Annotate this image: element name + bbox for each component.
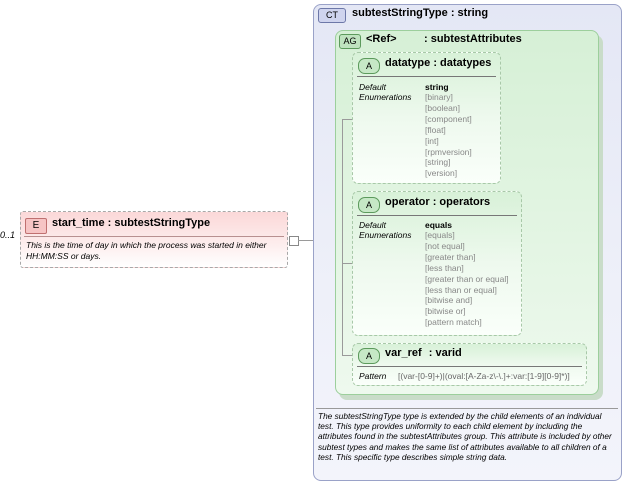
complex-type-title: subtestStringType : string [352, 7, 488, 19]
attribute-badge: A [358, 197, 380, 213]
group-connector-2 [342, 263, 352, 264]
attribute-title: datatype : datatypes [385, 57, 491, 69]
element-documentation: This is the time of day in which the pro… [26, 240, 267, 261]
attribute-datatype-box[interactable] [352, 52, 501, 184]
enumeration-value: [less than] [425, 262, 464, 273]
attribute-title: operator : operators [385, 196, 490, 208]
attribute-type: : datatypes [433, 57, 492, 69]
complex-type-badge: CT [318, 8, 346, 23]
element-box[interactable] [20, 211, 288, 268]
enumeration-value: [greater than] [425, 251, 476, 262]
element-name: start_time [52, 217, 105, 229]
complex-type-base: : string [450, 7, 489, 19]
attribute-divider [357, 76, 496, 77]
enumeration-value: [bitwise and] [425, 295, 473, 306]
enumeration-value: [binary] [425, 92, 453, 102]
attribute-type: : varid [428, 347, 462, 359]
enumeration-value: [pattern match] [425, 317, 482, 328]
group-connector-vertical [342, 119, 343, 355]
enumeration-value: [component] [425, 113, 472, 124]
enumeration-value: [rpmversion] [425, 146, 472, 157]
enumerations-label: Enumerations [359, 230, 412, 240]
attribute-group-badge: AG [339, 34, 361, 49]
default-value: string [425, 82, 449, 92]
enumeration-value: [equals] [425, 230, 455, 240]
element-divider [24, 236, 284, 237]
element-badge: E [25, 218, 47, 234]
sequence-connector-icon [289, 236, 299, 246]
attribute-title: var_ref : varid [385, 347, 462, 359]
group-connector-3 [342, 355, 352, 356]
enumeration-value: [not equal] [425, 240, 465, 251]
attribute-divider [357, 366, 582, 367]
enumeration-value: [less than or equal] [425, 284, 497, 295]
enumeration-value: [string] [425, 157, 451, 168]
complex-type-name: subtestStringType [352, 7, 448, 19]
enumeration-value: [greater than or equal] [425, 273, 509, 284]
enumerations-list: [binary][boolean][component][float][int]… [425, 92, 472, 179]
enumeration-value: [bitwise or] [425, 306, 466, 317]
default-label: Default [359, 220, 386, 230]
connector-line [298, 240, 313, 241]
complex-type-documentation: The subtestStringType type is extended b… [318, 411, 612, 462]
attribute-group-ref: <Ref> [366, 33, 397, 45]
attribute-badge: A [358, 58, 380, 74]
enumeration-value: [boolean] [425, 102, 460, 113]
group-connector-1 [342, 119, 352, 120]
enumeration-value: [version] [425, 168, 458, 179]
complex-type-divider [316, 408, 618, 409]
enumeration-value: [float] [425, 124, 446, 135]
attribute-divider [357, 215, 517, 216]
pattern-label: Pattern [359, 371, 387, 381]
default-label: Default [359, 82, 386, 92]
occurrence-label: 0..1 [0, 230, 16, 240]
attribute-var-ref-box[interactable] [352, 343, 587, 386]
attribute-badge: A [358, 348, 380, 364]
default-value: equals [425, 220, 452, 230]
enumerations-list: [equals][not equal][greater than][less t… [425, 230, 509, 328]
attribute-name: datatype [385, 57, 431, 69]
element-title: start_time : subtestStringType [52, 217, 210, 229]
attribute-name: operator [385, 196, 430, 208]
attribute-type: : operators [432, 196, 491, 208]
enumeration-value: [int] [425, 135, 439, 146]
enumerations-label: Enumerations [359, 92, 412, 102]
pattern-value: [(var-[0-9]+)|(oval:[A-Za-z\-\.]+:var:[1… [398, 371, 570, 381]
element-type: : subtestStringType [107, 217, 211, 229]
attribute-name: var_ref [385, 347, 422, 359]
attribute-group-name: : subtestAttributes [424, 33, 522, 45]
